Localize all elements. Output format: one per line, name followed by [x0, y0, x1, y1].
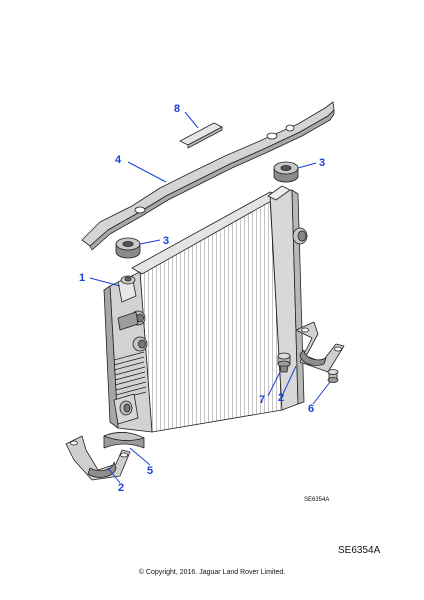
- callouts: 8 4 3 3 1 7 2 6 2 5: [79, 103, 325, 494]
- callout-leaders: [89, 111, 331, 484]
- callout-2-left: 2: [118, 482, 124, 494]
- part-7-drain-plug: [277, 352, 291, 373]
- callout-3-lower: 3: [163, 235, 169, 247]
- drawing-reference-small: SE6354A: [304, 497, 330, 503]
- part-1-radiator: [103, 185, 308, 433]
- part-8-label-plate: [179, 122, 223, 149]
- part-4-upper-bracket: [81, 101, 335, 251]
- drawing-reference-large: SE6354A: [338, 545, 381, 556]
- part-2-lower-bracket-right: [295, 321, 345, 373]
- part-3-rubber-mount-upper: [273, 161, 299, 183]
- callout-2-right: 2: [278, 392, 284, 404]
- part-5-rubber-insulator: [103, 432, 145, 449]
- callout-1: 1: [79, 272, 85, 284]
- callout-7: 7: [259, 394, 265, 406]
- callout-5: 5: [147, 465, 153, 477]
- callout-4: 4: [115, 154, 122, 166]
- callout-6: 6: [308, 403, 314, 415]
- copyright-notice: © Copyright, 2016. Jaguar Land Rover Lim…: [138, 569, 286, 576]
- part-3-rubber-mount-lower: [115, 237, 141, 259]
- part-6-bolt: [327, 369, 339, 383]
- callout-8: 8: [174, 103, 180, 115]
- callout-3-upper: 3: [319, 157, 325, 169]
- part-2-lower-bracket-left: [65, 435, 131, 481]
